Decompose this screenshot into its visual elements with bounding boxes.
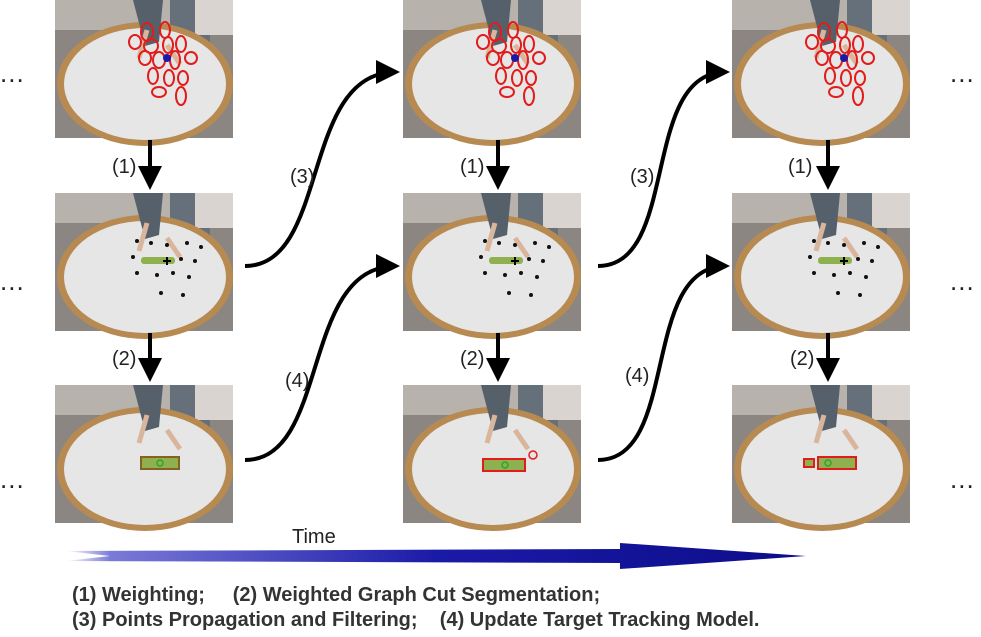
frame-col1-row2 [55,193,233,339]
frame-col2-row3 [403,385,581,531]
arrow-step4-col2-to-col3 [597,254,730,462]
label-step4-col1: (4) [285,370,309,392]
frame-col1-row3 [55,385,233,531]
label-step1-col3: (1) [788,156,812,178]
frame-col1-row1 [55,0,233,146]
label-step2-col1: (2) [112,348,136,370]
frame-col2-row2 [403,193,581,339]
frame-col2-row1 [403,0,581,146]
ellipsis-left-row3: ... [0,464,25,494]
arrow-step4-col1-to-col2 [244,254,400,462]
time-label: Time [292,526,336,548]
label-step1-col2: (1) [460,156,484,178]
label-step4-col2: (4) [625,365,649,387]
legend-line-2: (3) Points Propagation and Filtering; (4… [72,609,760,631]
frame-col3-row3 [732,385,910,531]
ellipsis-right-row2: ... [950,266,975,296]
frame-col3-row2 [732,193,910,339]
arrow-step3-col1-to-col2 [244,60,400,268]
label-step2-col3: (2) [790,348,814,370]
ellipsis-right-row1: ... [950,58,975,88]
frame-col3-row1 [732,0,910,146]
ellipsis-left-row2: ... [0,266,25,296]
label-step1-col1: (1) [112,156,136,178]
label-step3-col1: (3) [290,166,314,188]
label-step3-col2: (3) [630,166,654,188]
label-step2-col2: (2) [460,348,484,370]
legend-line-1: (1) Weighting; (2) Weighted Graph Cut Se… [72,584,601,606]
ellipsis-left-row1: ... [0,58,25,88]
ellipsis-right-row3: ... [950,464,975,494]
arrow-step3-col2-to-col3 [597,60,730,268]
time-arrow [66,543,806,569]
